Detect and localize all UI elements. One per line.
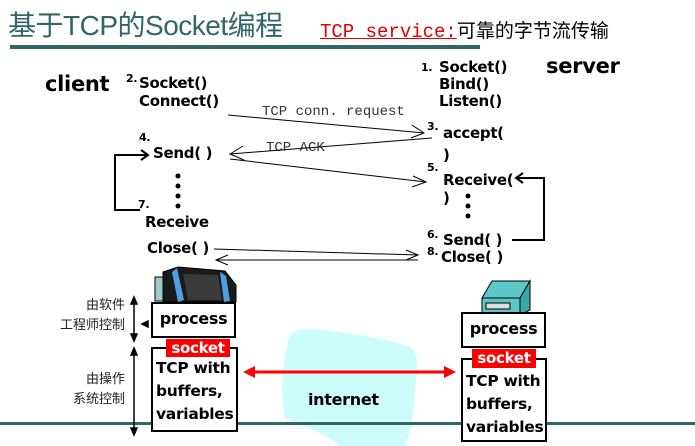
client-step-num-2: 2.	[126, 72, 138, 85]
title-divider	[10, 45, 480, 49]
server-socket-call: Socket()	[439, 58, 508, 76]
client-process-box: process	[151, 302, 236, 338]
os-control-label: 由操作 系统控制	[20, 370, 125, 410]
conn-request-arrowhead	[410, 124, 426, 139]
os-control-line-1: 由操作	[85, 372, 125, 387]
client-tcp-line-2: buffers,	[156, 382, 223, 400]
conn-request-label: TCP conn. request	[262, 104, 405, 120]
server-computer-icon	[481, 279, 531, 316]
server-dot	[465, 213, 471, 219]
close-arrow-right	[213, 248, 419, 256]
client-step-num-4: 4.	[139, 131, 151, 144]
data-arrowhead	[411, 175, 428, 188]
ack-arrow	[229, 137, 433, 155]
data-arrow	[229, 158, 427, 183]
internet-link-right-head	[444, 366, 456, 378]
client-receive-call: Receive	[145, 213, 209, 231]
software-bracket-top	[129, 295, 139, 305]
software-bracket-bottom	[129, 333, 139, 343]
server-step-num-6: 6.	[427, 228, 439, 241]
server-dot	[465, 193, 471, 199]
title-part-3: 的	[117, 9, 146, 42]
os-bracket-top	[129, 346, 139, 356]
software-control-line-2: 工程师控制	[59, 318, 125, 333]
subtitle: TCP service:可靠的字节流传输	[320, 16, 609, 43]
server-receive-close: )	[443, 189, 450, 207]
server-close-call: Close( )	[441, 248, 504, 266]
conn-request-arrow	[227, 114, 425, 134]
page-title: 基于TCP的Socket编程	[8, 4, 283, 44]
server-loop-arrowhead	[514, 172, 524, 184]
internet-cloud-shape	[282, 329, 417, 446]
client-connect-call: Connect()	[139, 92, 219, 110]
client-dot	[175, 203, 181, 209]
client-tcp-line-1: TCP with	[156, 359, 231, 377]
client-loop-arrowhead	[140, 149, 150, 161]
client-process-label: process	[159, 309, 228, 328]
server-accept-close: )	[443, 146, 450, 164]
software-control-label: 由软件 工程师控制	[20, 296, 125, 336]
close-arrow-left-head	[214, 254, 229, 266]
server-process-label: process	[469, 319, 538, 338]
title-part-4: Socket	[145, 10, 228, 41]
server-tcp-line-3: variables	[466, 418, 544, 436]
server-accept-call: accept(	[443, 124, 504, 142]
os-bracket-bottom	[129, 427, 139, 437]
title-part-5: 编程	[227, 9, 284, 42]
client-dot	[175, 193, 181, 199]
server-tcp-box: TCP with buffers, variables	[461, 358, 547, 442]
server-step-num-5: 5.	[427, 161, 439, 174]
client-send-call: Send( )	[153, 144, 213, 162]
tcp-service-link[interactable]: TCP service:	[320, 21, 457, 43]
server-dot	[465, 203, 471, 209]
server-step-num-8: 8.	[427, 245, 439, 258]
client-loop-line	[114, 154, 148, 211]
client-dot	[175, 183, 181, 189]
server-process-box: process	[461, 312, 546, 348]
process-pointer	[140, 319, 149, 329]
client-socket-call: Socket()	[139, 74, 208, 92]
server-bind-call: Bind()	[439, 75, 489, 93]
client-close-call: Close( )	[147, 239, 210, 257]
client-computer-icon	[154, 266, 237, 303]
server-send-call: Send( )	[443, 231, 503, 249]
software-control-line-1: 由软件	[85, 298, 125, 313]
server-receive-call: Receive(	[443, 171, 514, 189]
ack-label: TCP ACK	[266, 140, 325, 156]
close-arrow-right-head	[405, 249, 420, 261]
server-listen-call: Listen()	[439, 92, 502, 110]
client-dot	[175, 173, 181, 179]
server-step-num-1: 1.	[421, 61, 433, 74]
client-tcp-box: TCP with buffers, variables	[151, 347, 238, 432]
title-part-2: TCP	[63, 10, 118, 41]
os-control-line-2: 系统控制	[72, 392, 125, 407]
server-socket-label: socket	[472, 349, 536, 368]
server-tcp-line-2: buffers,	[466, 395, 533, 413]
bottom-divider	[0, 422, 695, 425]
client-tcp-line-3: variables	[156, 405, 234, 423]
internet-link-left-head	[243, 366, 255, 378]
client-label: client	[45, 72, 110, 96]
internet-label: internet	[308, 390, 379, 409]
ack-arrowhead	[228, 145, 245, 161]
client-step-num-7: 7.	[138, 198, 150, 211]
server-step-num-3: 3.	[427, 120, 439, 133]
client-socket-label: socket	[166, 339, 230, 357]
server-label: server	[546, 54, 620, 78]
tcp-service-desc: 可靠的字节流传输	[456, 20, 609, 42]
title-part-1: 基于	[8, 9, 64, 42]
server-loop-line	[512, 177, 545, 241]
server-tcp-line-1: TCP with	[466, 372, 541, 390]
